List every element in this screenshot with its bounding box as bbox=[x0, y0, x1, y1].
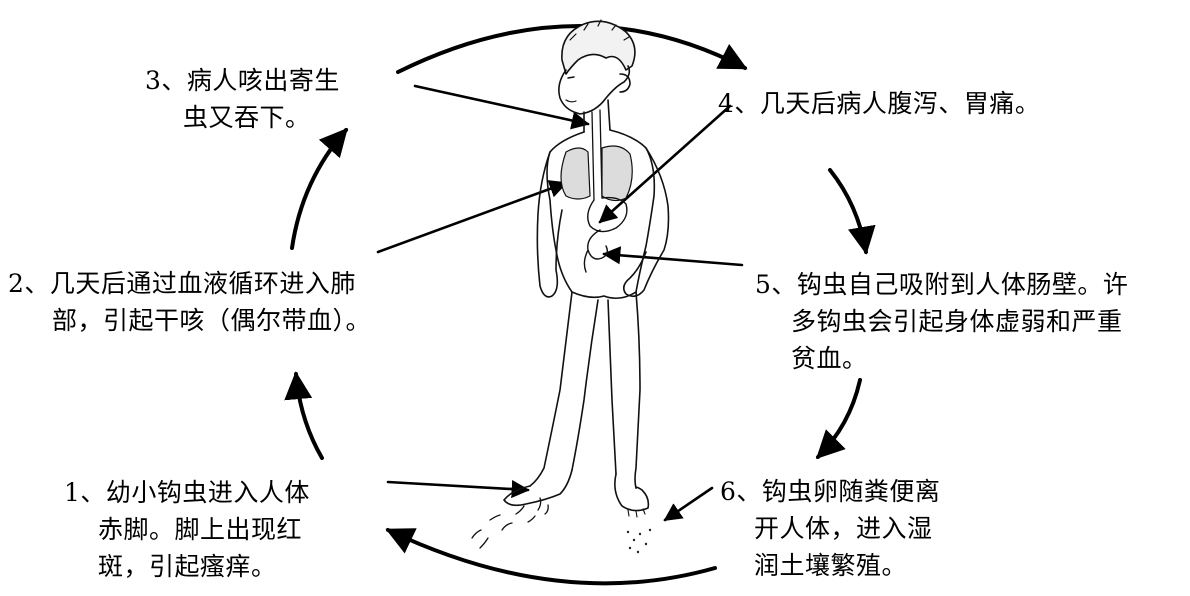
cycle-arrow-3-to-4 bbox=[396, 24, 748, 74]
step-number: 2、 bbox=[8, 269, 50, 298]
cycle-arrow-2-to-3 bbox=[290, 127, 348, 250]
cycle-arrows bbox=[284, 24, 876, 586]
intestine bbox=[583, 229, 609, 273]
step-number: 5、 bbox=[755, 270, 797, 299]
cycle-arrow-5-to-6 bbox=[816, 378, 862, 459]
leg-right bbox=[607, 291, 641, 489]
head bbox=[558, 65, 631, 115]
foot-left bbox=[503, 469, 573, 507]
caption-line: 多钩虫会引起身体虚弱和严重 bbox=[791, 307, 1123, 336]
eye bbox=[567, 76, 575, 79]
caption-line: 斑，引起瘙痒。 bbox=[98, 552, 277, 581]
pointer-arrows bbox=[376, 84, 744, 522]
pointer-arrow-step2 bbox=[376, 180, 568, 254]
step-3-caption: 3、病人咳出寄生 虫又吞下。 bbox=[145, 62, 340, 136]
caption-line: 病人咳出寄生 bbox=[186, 66, 340, 95]
leg-left bbox=[529, 291, 599, 487]
boy-figure bbox=[503, 19, 670, 518]
pointer-arrow-step1 bbox=[386, 479, 530, 499]
cycle-arrow-1-to-2 bbox=[284, 371, 324, 460]
esophagus bbox=[591, 109, 603, 201]
step-1-caption: 1、幼小钩虫进入人体 赤脚。脚上出现红 斑，引起瘙痒。 bbox=[64, 474, 310, 585]
hair bbox=[561, 20, 636, 75]
pointer-arrow-step3 bbox=[413, 84, 590, 130]
step-number: 4、 bbox=[718, 89, 760, 118]
caption-line: 钩虫卵随粪便离 bbox=[761, 477, 941, 506]
pointer-arrow-step4 bbox=[598, 104, 732, 224]
arm-left bbox=[536, 151, 563, 298]
soil-larvae bbox=[471, 497, 549, 549]
hookworm-eggs bbox=[626, 528, 652, 554]
ear bbox=[619, 73, 631, 93]
step-2-caption: 2、几天后通过血液循环进入肺 部，引起干咳（偶尔带血）。 bbox=[8, 265, 371, 339]
step-number: 6、 bbox=[720, 477, 762, 506]
pointer-arrow-step6 bbox=[663, 486, 714, 522]
step-number: 1、 bbox=[64, 478, 106, 507]
mouth bbox=[565, 99, 577, 103]
caption-line: 贫血。 bbox=[791, 344, 868, 373]
lung-left bbox=[560, 147, 591, 200]
step-5-caption: 5、钩虫自己吸附到人体肠壁。许 多钩虫会引起身体虚弱和严重 贫血。 bbox=[755, 266, 1128, 377]
lung-right bbox=[601, 145, 633, 202]
step-4-caption: 4、几天后病人腹泻、胃痛。 bbox=[718, 85, 1040, 122]
foot-right bbox=[614, 473, 650, 512]
caption-line: 部，引起干咳（偶尔带血）。 bbox=[52, 306, 372, 335]
arm-right bbox=[622, 147, 670, 298]
stomach bbox=[587, 196, 628, 233]
caption-line: 开人体，进入湿 bbox=[754, 514, 933, 543]
caption-line: 润土壤繁殖。 bbox=[754, 551, 908, 580]
caption-line: 几天后通过血液循环进入肺 bbox=[49, 269, 356, 298]
caption-line: 幼小钩虫进入人体 bbox=[105, 478, 310, 507]
caption-line: 赤脚。脚上出现红 bbox=[98, 515, 303, 544]
cycle-arrow-4-to-5 bbox=[828, 168, 876, 255]
cycle-arrow-6-to-1 bbox=[385, 528, 717, 586]
step-number: 3、 bbox=[145, 66, 187, 95]
caption-line: 几天后病人腹泻、胃痛。 bbox=[759, 89, 1041, 118]
pointer-arrow-step5 bbox=[602, 246, 744, 267]
step-6-caption: 6、钩虫卵随粪便离 开人体，进入湿 润土壤繁殖。 bbox=[720, 473, 940, 584]
caption-line: 虫又吞下。 bbox=[183, 103, 311, 132]
caption-line: 钩虫自己吸附到人体肠壁。许 bbox=[796, 270, 1129, 299]
